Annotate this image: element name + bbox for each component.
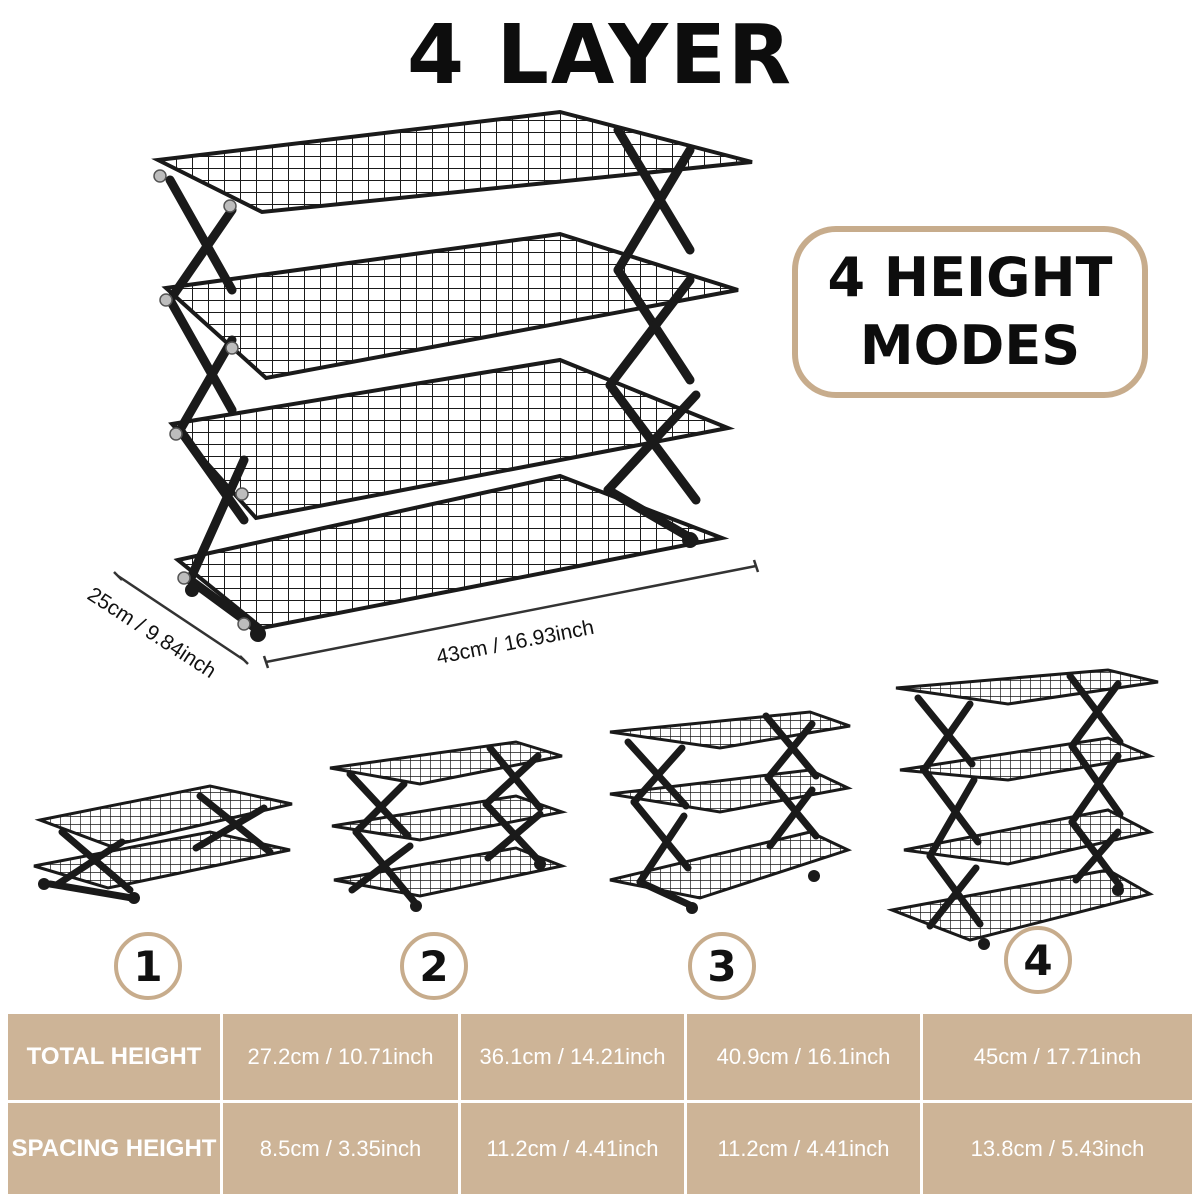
spacing-height-mode-1: 8.5cm / 3.35inch: [259, 1135, 422, 1161]
table-divider: [220, 1014, 223, 1194]
total-height-mode-3: 40.9cm / 16.1inch: [716, 1044, 891, 1069]
spacing-height-mode-4: 13.8cm / 5.43inch: [970, 1135, 1145, 1161]
mode-number-2: 2: [400, 932, 468, 1000]
dimension-lines: [113, 559, 760, 669]
table-divider: [8, 1100, 1192, 1103]
total-height-mode-4: 45cm / 17.71inch: [973, 1044, 1142, 1069]
page-title: 4 LAYER: [406, 8, 793, 103]
height-spec-table: TOTAL HEIGHT 27.2cm / 10.71inch 36.1cm /…: [8, 1014, 1192, 1194]
badge-line-1: 4 HEIGHT: [827, 246, 1113, 309]
mode-number-3: 3: [688, 932, 756, 1000]
total-height-mode-1: 27.2cm / 10.71inch: [247, 1044, 434, 1069]
spacing-height-label: SPACING HEIGHT: [11, 1134, 217, 1162]
mode-number-1: 1: [114, 932, 182, 1000]
table-divider: [458, 1014, 461, 1194]
height-modes-badge: 4 HEIGHT MODES: [792, 226, 1148, 398]
spacing-height-mode-2: 11.2cm / 4.41inch: [486, 1135, 659, 1161]
rack-mode-3: [609, 710, 853, 914]
rack-mode-4: [886, 668, 1159, 950]
table-divider: [684, 1014, 687, 1194]
table-divider: [920, 1014, 923, 1194]
main-rack: [151, 109, 753, 642]
badge-line-2: MODES: [859, 314, 1081, 377]
spacing-height-mode-3: 11.2cm / 4.41inch: [717, 1135, 890, 1161]
product-illustration: 25cm / 9.84inch 43cm / 16.93inch: [33, 109, 1159, 950]
rack-mode-2: [329, 740, 568, 912]
total-height-label: TOTAL HEIGHT: [26, 1043, 202, 1070]
mode-number-4: 4: [1004, 926, 1072, 994]
total-height-mode-2: 36.1cm / 14.21inch: [479, 1044, 666, 1069]
rack-mode-1: [33, 784, 293, 904]
